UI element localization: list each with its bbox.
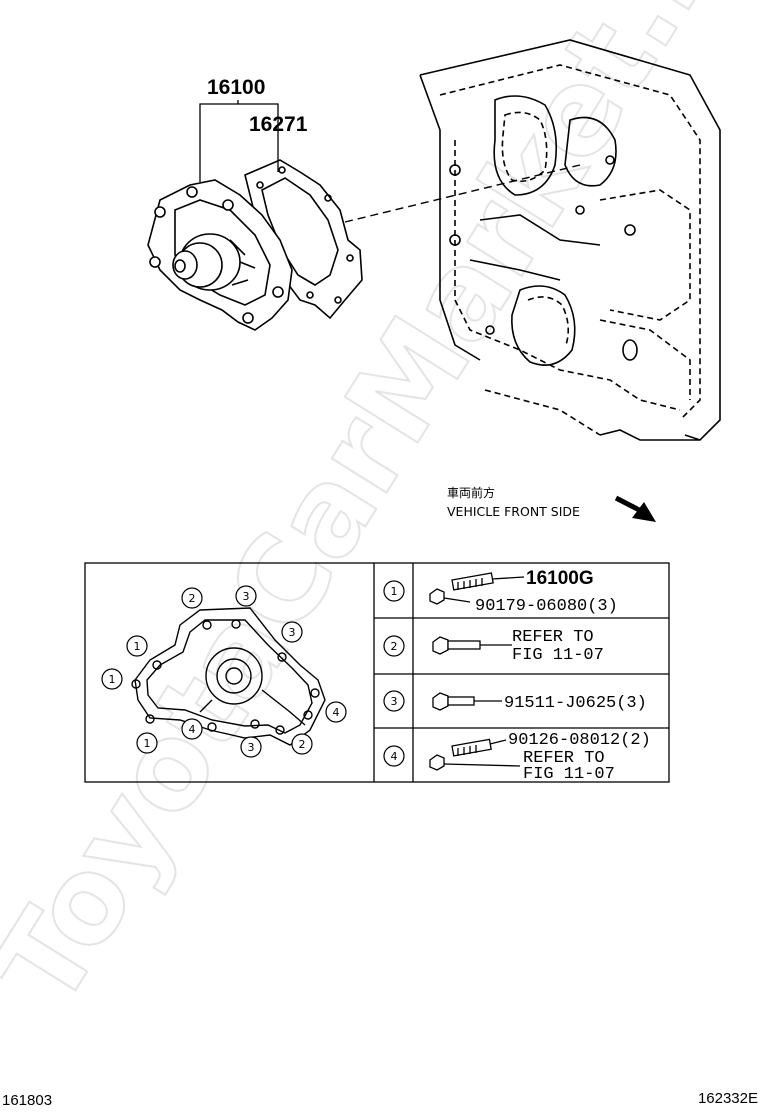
svg-text:1: 1 [144, 737, 151, 750]
footer-right-code: 162332E [697, 1090, 758, 1107]
row4-refer-line2: FIG 11-07 [523, 765, 615, 784]
svg-text:2: 2 [391, 640, 398, 653]
position-marker: 1 [126, 635, 148, 657]
gasket-part-number: 16271 [249, 113, 308, 136]
svg-text:1: 1 [109, 673, 116, 686]
position-marker: 3 [235, 585, 257, 607]
svg-text:1: 1 [391, 585, 398, 598]
row2-refer-line1: REFER TO [512, 628, 594, 647]
svg-text:3: 3 [391, 695, 398, 708]
row-markers: 1 2 3 4 [383, 580, 405, 767]
position-marker: 3 [281, 621, 303, 643]
position-marker: 2 [291, 733, 313, 755]
stud-and-nut-icon [429, 572, 525, 605]
position-marker: 4 [325, 701, 347, 723]
svg-text:3: 3 [248, 741, 255, 754]
position-marker: 4 [181, 718, 203, 740]
svg-text:4: 4 [189, 723, 196, 736]
svg-text:4: 4 [391, 750, 398, 763]
position-markers: 2 3 3 1 1 4 1 4 3 2 [101, 585, 347, 758]
position-marker: 1 [136, 732, 158, 754]
bolt-icon-row2 [432, 636, 512, 655]
position-marker: 3 [240, 736, 262, 758]
direction-label-japanese: 車両前方 [447, 485, 495, 500]
direction-label-english: VEHICLE FRONT SIDE [447, 504, 580, 519]
position-marker: 1 [101, 668, 123, 690]
fastener-drawings [429, 572, 525, 771]
stud-and-nut-icon-row4 [429, 738, 521, 771]
row4-refer-line1: REFER TO [523, 749, 605, 768]
water-pump-illustration [147, 179, 293, 331]
bolt-icon-row3 [432, 692, 502, 711]
row-marker-2: 2 [383, 635, 405, 657]
front-arrow-icon [614, 495, 656, 522]
position-marker: 2 [181, 587, 203, 609]
svg-text:3: 3 [289, 626, 296, 639]
row1-part-primary: 16100G [526, 568, 594, 589]
row1-part-secondary: 90179-06080(3) [475, 597, 618, 616]
row3-part-number: 91511-J0625(3) [504, 694, 647, 713]
svg-text:2: 2 [189, 592, 196, 605]
bolt-position-drawing [131, 607, 326, 746]
footer-left-code: 161803 [2, 1092, 53, 1109]
row2-refer-line2: FIG 11-07 [512, 646, 604, 665]
row4-part-number: 90126-08012(2) [508, 731, 651, 750]
svg-text:1: 1 [134, 640, 141, 653]
pump-part-number: 16100 [207, 76, 265, 99]
part-leaders [199, 100, 279, 182]
row-marker-3: 3 [383, 690, 405, 712]
row-marker-4: 4 [383, 745, 405, 767]
svg-text:4: 4 [333, 706, 340, 719]
svg-text:2: 2 [299, 738, 306, 751]
row-marker-1: 1 [383, 580, 405, 602]
bolt-table-frame [84, 562, 670, 783]
alignment-line [344, 164, 581, 223]
engine-block-illustration [419, 39, 721, 441]
svg-text:3: 3 [243, 590, 250, 603]
